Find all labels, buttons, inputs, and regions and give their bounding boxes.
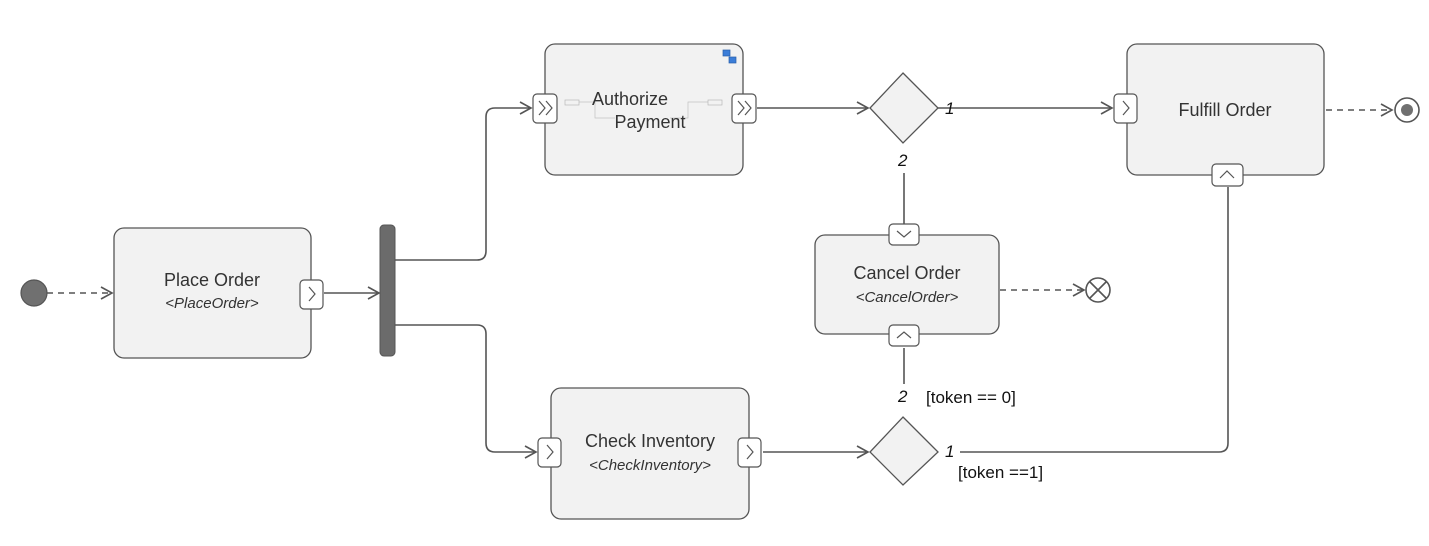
cancel-order-action[interactable]: Cancel Order <CancelOrder> [814,223,1000,347]
check-inventory-input-pin[interactable] [537,437,562,468]
fulfill-order-input-pin[interactable] [1113,93,1138,124]
authorize-payment-title-line1: Authorize [592,89,668,109]
authorize-payment-input-pin[interactable] [532,93,558,124]
chevron-up-icon [1219,170,1235,179]
chevron-right-icon [308,286,316,302]
decision-node-bottom[interactable] [869,416,939,486]
cancel-order-title: Cancel Order [853,263,960,283]
edge-decision-bottom-to-fulfill[interactable] [960,187,1229,453]
chevron-up-icon [896,331,912,339]
decision-top-multiplicity-2: 2 [897,151,908,170]
subprocess-icon [722,49,737,64]
cancel-order-input-pin[interactable] [888,223,920,246]
check-inventory-action[interactable]: Check Inventory <CheckInventory> [537,387,762,520]
place-order-action[interactable]: Place Order <PlaceOrder> [113,227,324,359]
place-order-subtitle: <PlaceOrder> [165,295,259,312]
decision-top-multiplicity-1: 1 [945,99,954,118]
initial-node-icon[interactable] [20,279,48,307]
decision-bottom-multiplicity-1: 1 [945,442,954,461]
chevron-right-icon [1122,100,1130,116]
authorize-payment-action[interactable]: Authorize Payment [532,43,757,176]
cancel-order-input-pin-bottom[interactable] [888,324,920,347]
authorize-payment-output-pin[interactable] [731,93,757,124]
decision-bottom-guard-2: [token == 0] [926,388,1016,407]
edges [47,101,1394,459]
decision-node-top[interactable] [869,72,939,144]
authorize-payment-title-line2: Payment [614,112,685,132]
chevron-right-icon [546,444,554,460]
check-inventory-subtitle: <CheckInventory> [589,457,711,474]
double-chevron-right-icon [538,100,553,116]
fulfill-order-input-pin-bottom[interactable] [1211,163,1244,187]
decision-bottom-multiplicity-2: 2 [897,387,908,406]
check-inventory-output-pin[interactable] [737,437,762,468]
nested-activity-preview-icon [564,99,723,119]
fulfill-order-title: Fulfill Order [1178,100,1271,120]
double-chevron-right-icon [737,100,752,116]
edge-fork-to-check-inventory[interactable] [395,324,538,459]
place-order-output-pin[interactable] [299,279,324,310]
chevron-right-icon [746,444,754,460]
fulfill-order-action[interactable]: Fulfill Order [1113,43,1325,187]
place-order-title: Place Order [164,270,260,290]
flow-final-icon[interactable] [1085,277,1111,303]
chevron-down-icon [896,230,912,238]
activity-final-icon[interactable] [1394,97,1420,123]
cancel-order-subtitle: <CancelOrder> [856,289,959,306]
check-inventory-title: Check Inventory [585,431,715,451]
decision-bottom-guard-1: [token ==1] [958,463,1043,482]
edge-fork-to-authorize[interactable] [395,101,533,261]
fork-bar-icon[interactable] [379,224,396,357]
